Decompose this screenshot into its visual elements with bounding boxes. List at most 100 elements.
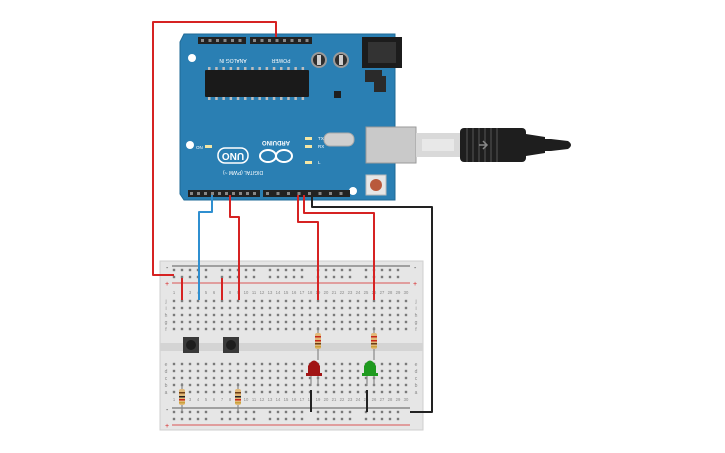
uno-label: UNO xyxy=(222,150,244,161)
rail-hole xyxy=(300,275,304,279)
crystal-oscillator xyxy=(323,132,355,147)
rail-hole xyxy=(236,417,240,421)
terminal-hole xyxy=(340,362,344,366)
push-button-1[interactable] xyxy=(183,337,199,353)
resistor-led-green[interactable] xyxy=(371,327,377,360)
breadboard[interactable]: - + - + - + 1122334455667788991010111112… xyxy=(159,260,424,431)
terminal-hole xyxy=(196,362,200,366)
header-hole xyxy=(275,39,279,42)
header-hole xyxy=(253,39,256,42)
column-number: 24 xyxy=(356,290,361,295)
resistor-pulldown-1[interactable] xyxy=(179,383,185,412)
rail-hole xyxy=(380,268,384,272)
push-button-2[interactable] xyxy=(223,337,239,353)
terminal-hole xyxy=(404,383,408,387)
arduino-uno-board[interactable]: ANALOG IN POWER xyxy=(179,33,402,201)
terminal-hole xyxy=(364,313,368,317)
rail-hole xyxy=(300,417,304,421)
wire-pin12-to-led[interactable] xyxy=(297,195,319,300)
terminal-hole xyxy=(204,327,208,331)
wire-5v-to-rail[interactable] xyxy=(152,21,277,276)
usb-cable[interactable] xyxy=(365,126,571,164)
resistor-pulldown-2[interactable] xyxy=(235,383,241,412)
terminal-hole xyxy=(228,320,232,324)
terminal-hole xyxy=(244,369,248,373)
column-number: 17 xyxy=(300,397,305,402)
rail-minus-top-right: - xyxy=(414,265,417,272)
terminal-hole xyxy=(284,383,288,387)
terminal-hole xyxy=(204,390,208,394)
capacitor-right xyxy=(333,52,349,68)
terminal-hole xyxy=(388,390,392,394)
chip-pin xyxy=(265,67,269,70)
terminal-hole xyxy=(180,313,184,317)
terminal-hole xyxy=(172,383,176,387)
terminal-hole xyxy=(180,327,184,331)
wire-pin2-to-button[interactable] xyxy=(198,195,213,300)
row-letter: j xyxy=(164,299,166,305)
terminal-hole xyxy=(172,320,176,324)
chip-pin xyxy=(222,67,225,70)
terminal-hole xyxy=(340,306,344,310)
rx-label: RX xyxy=(318,144,324,149)
terminal-hole xyxy=(260,320,264,324)
column-number: 23 xyxy=(348,397,353,402)
terminal-hole xyxy=(284,306,288,310)
terminal-hole xyxy=(252,327,256,331)
header-hole xyxy=(218,192,221,195)
terminal-hole xyxy=(172,390,176,394)
wire-gnd-to-rail[interactable] xyxy=(311,195,433,413)
row-letter: j xyxy=(414,299,416,305)
rail-hole xyxy=(348,268,352,272)
terminal-hole xyxy=(284,299,288,303)
terminal-hole xyxy=(324,362,328,366)
terminal-hole xyxy=(348,313,352,317)
terminal-hole xyxy=(396,362,400,366)
terminal-hole xyxy=(388,383,392,387)
rail-hole xyxy=(300,268,304,272)
reset-button[interactable] xyxy=(365,174,387,196)
column-number: 22 xyxy=(340,397,345,402)
chip-pin xyxy=(251,67,254,70)
terminal-hole xyxy=(196,383,200,387)
header-hole xyxy=(266,192,269,195)
header-hole xyxy=(208,39,212,42)
wire-pin4-to-button[interactable] xyxy=(229,195,240,300)
terminal-hole xyxy=(220,306,224,310)
terminal-hole xyxy=(300,383,304,387)
column-number: 5 xyxy=(205,290,208,295)
rail-hole xyxy=(276,410,280,414)
rail-hole xyxy=(252,275,256,279)
led-green[interactable] xyxy=(362,360,378,387)
terminal-hole xyxy=(204,306,208,310)
voltage-regulator xyxy=(365,70,386,92)
terminal-hole xyxy=(356,320,360,324)
terminal-hole xyxy=(196,327,200,331)
rail-hole xyxy=(348,275,352,279)
terminal-hole xyxy=(380,376,384,380)
column-number: 23 xyxy=(348,290,353,295)
terminal-hole xyxy=(364,299,368,303)
rail-hole xyxy=(268,268,272,272)
rail-hole xyxy=(348,417,352,421)
resistor-led-red[interactable] xyxy=(315,327,321,360)
column-number: 16 xyxy=(292,290,297,295)
terminal-hole xyxy=(268,327,272,331)
terminal-hole xyxy=(228,376,232,380)
terminal-hole xyxy=(220,383,224,387)
terminal-hole xyxy=(276,327,280,331)
terminal-hole xyxy=(180,306,184,310)
header-hole xyxy=(201,39,204,42)
row-letter: i xyxy=(415,306,416,312)
rail-hole xyxy=(332,417,336,421)
capacitor-left xyxy=(311,52,327,68)
wire-pin13-to-led[interactable] xyxy=(303,195,375,300)
terminal-hole xyxy=(388,306,392,310)
terminal-hole xyxy=(212,362,216,366)
chip-pin xyxy=(244,67,247,70)
chip-pin xyxy=(208,67,211,70)
rail-hole xyxy=(348,410,352,414)
led-red[interactable] xyxy=(306,360,322,387)
power-label: POWER xyxy=(271,57,290,63)
terminal-hole xyxy=(276,306,280,310)
